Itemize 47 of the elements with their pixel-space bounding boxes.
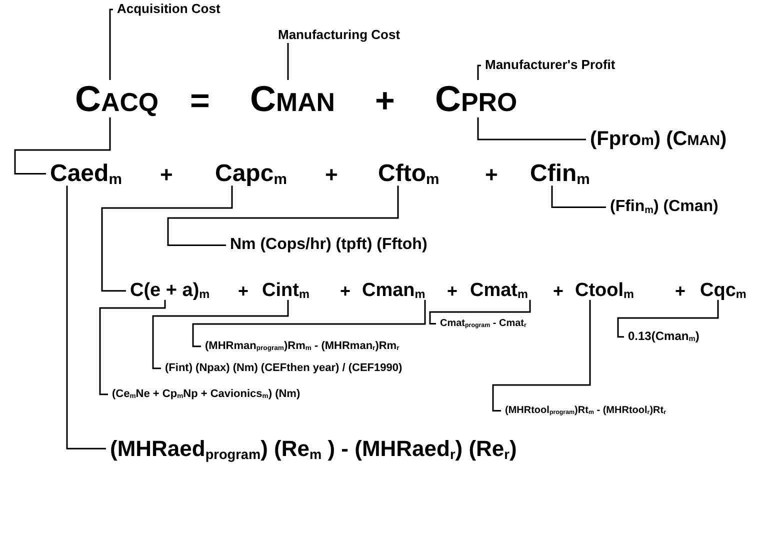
cost-term: Cfto$_{m}$ [378,160,440,188]
leader-line [101,186,233,292]
cost-term: Ctool$_{m}$ [575,280,634,302]
leader-line [492,300,591,412]
leader-line [99,300,166,396]
leader-line [14,117,111,175]
formula-expression: (MHRtool$_{program}$)Rt$_{m}$ - (MHRtool$_{r}$)Rt$_{r}$ [505,405,666,416]
leader-line [617,300,719,338]
cost-term: Cmat$_{m}$ [470,280,528,302]
operator-sign: + [340,281,351,302]
term-heading: Acquisition Cost [117,2,220,17]
term-heading: Manufacturing Cost [278,28,400,43]
leader-line [477,64,481,80]
operator-sign: + [325,162,338,188]
formula-expression: Cmat$_{program}$ - Cmat$_{r}$ [440,318,526,330]
cost-term: C(e + a)$_{m}$ [130,280,210,302]
operator-sign: + [553,281,564,302]
term-heading: Manufacturer's Profit [485,58,616,73]
operator-sign: + [160,162,173,188]
formula-expression: (MHRman$_{program}$)Rm$_{m}$ - (MHRman$_{r}$)Rm$_{r}$ [205,340,400,353]
formula-expression: (MHRaed$_{program}$) (Re$_{m}$ ) - (MHRaed$_{r}$) (Re$_{r}$) [110,436,517,462]
operator-sign: = [190,82,210,122]
formula-expression: Nm (Cops/hr) (tpft) (Fftoh) [230,236,428,254]
cost-term: Cqc$_{m}$ [700,280,746,302]
leader-line [287,42,289,80]
leader-line [109,8,113,80]
formula-expression: (Fint) (Npax) (Nm) (CEFthen year) / (CEF1990) [165,362,402,375]
leader-line [551,186,606,208]
formula-expression: (Ffin$_{m}$) (Cman) [610,198,718,216]
cost-term: Caed$_{m}$ [50,160,122,188]
leader-line [152,300,289,370]
operator-sign: + [447,281,458,302]
operator-sign: + [375,82,395,122]
formula-expression: 0.13(Cman$_{m}$) [628,330,700,344]
cost-term: Cint$_{m}$ [262,280,310,302]
formula-expression: (Ce$_{m}$Ne + Cp$_{m}$Np + Cavionics$_{m}$) (Nm) [112,388,300,401]
operator-sign: + [675,281,686,302]
cost-term: Capc$_{m}$ [215,160,287,188]
operator-sign: + [238,281,249,302]
leader-line [66,186,106,450]
leader-line [192,300,426,348]
leader-line [477,117,586,140]
cost-term: Cman$_{m}$ [362,280,426,302]
leader-line [167,186,399,246]
leader-line [429,300,531,324]
operator-sign: + [485,162,498,188]
cost-term: Cfin$_{m}$ [530,160,590,188]
